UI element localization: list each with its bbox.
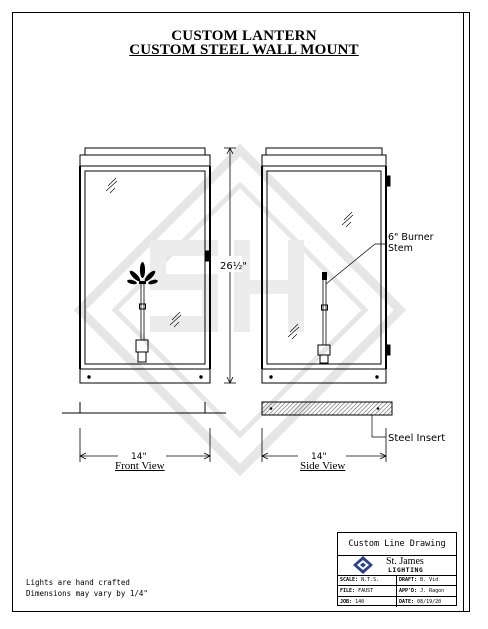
burner-label-line2: Stem	[388, 243, 413, 254]
field-value: B. Vid	[420, 577, 439, 583]
field-value: N.T.S.	[361, 577, 380, 583]
front-top-cap	[84, 147, 206, 156]
side-glass	[266, 170, 382, 365]
field-key: APP'D:	[399, 588, 418, 594]
front-width-label: 14"	[131, 452, 147, 462]
note-line-1: Lights are hand crafted	[26, 578, 130, 587]
steel-insert-shape	[261, 401, 393, 416]
steel-insert-label: Steel Insert	[388, 433, 445, 444]
height-dim-label: 26½"	[220, 260, 247, 272]
title-block-row: JOB: 140 DATE: 08/19/20	[338, 597, 456, 607]
burner-leader	[325, 243, 385, 285]
drawing-sheet	[12, 12, 470, 612]
front-view-label: Front View	[115, 460, 165, 472]
title-block-company: St. James LIGHTING	[338, 555, 456, 576]
side-bracket-top	[385, 175, 391, 187]
field-key: DRAFT:	[399, 577, 418, 583]
field-value: FAUST	[358, 588, 374, 594]
field-key: FILE:	[340, 588, 356, 594]
field-value: 08/19/20	[417, 599, 442, 605]
field-value: J. Ragon	[420, 588, 445, 594]
field-key: JOB:	[340, 599, 353, 605]
side-view-label: Side View	[300, 460, 346, 472]
front-flame-icon	[127, 262, 158, 285]
front-wall-mount	[62, 402, 226, 414]
side-width-dimension	[261, 428, 387, 462]
title-block-fields: SCALE: N.T.S. DRAFT: B. Vid FILE: FAUST …	[338, 575, 456, 607]
side-top-rail	[261, 154, 387, 167]
note-line-2: Dimensions may vary by 1/4"	[26, 589, 148, 598]
front-lantern	[79, 147, 211, 384]
field-key: SCALE:	[340, 577, 359, 583]
sheet-margin-line	[463, 12, 464, 612]
front-bottom-rail	[79, 368, 211, 384]
side-burner-tip	[322, 272, 327, 280]
title-block-heading: Custom Line Drawing	[338, 533, 456, 556]
drawing-subtitle: CUSTOM STEEL WALL MOUNT	[129, 42, 359, 58]
watermark-letters	[150, 240, 304, 332]
side-width-label: 14"	[311, 452, 327, 462]
steel-insert-leader	[371, 415, 386, 438]
front-hinge	[205, 250, 210, 262]
side-bottom-rail	[261, 368, 387, 384]
company-name: St. James	[386, 556, 424, 567]
drawing-title: CUSTOM LANTERN	[171, 28, 317, 44]
company-logo-icon	[353, 556, 373, 574]
side-lantern	[261, 147, 391, 384]
side-top-cap	[265, 147, 383, 156]
company-subname: LIGHTING	[388, 566, 424, 574]
field-key: DATE:	[399, 599, 415, 605]
side-bracket-bottom	[385, 344, 391, 356]
front-glass	[84, 170, 206, 365]
burner-label-line1: 6" Burner	[388, 232, 434, 243]
front-top-rail	[79, 154, 211, 167]
title-block-row: FILE: FAUST APP'D: J. Ragon	[338, 586, 456, 597]
title-block: Custom Line Drawing St. James LIGHTING S…	[337, 532, 457, 607]
field-value: 140	[355, 599, 365, 605]
title-block-row: SCALE: N.T.S. DRAFT: B. Vid	[338, 575, 456, 586]
front-width-dimension	[79, 428, 211, 462]
